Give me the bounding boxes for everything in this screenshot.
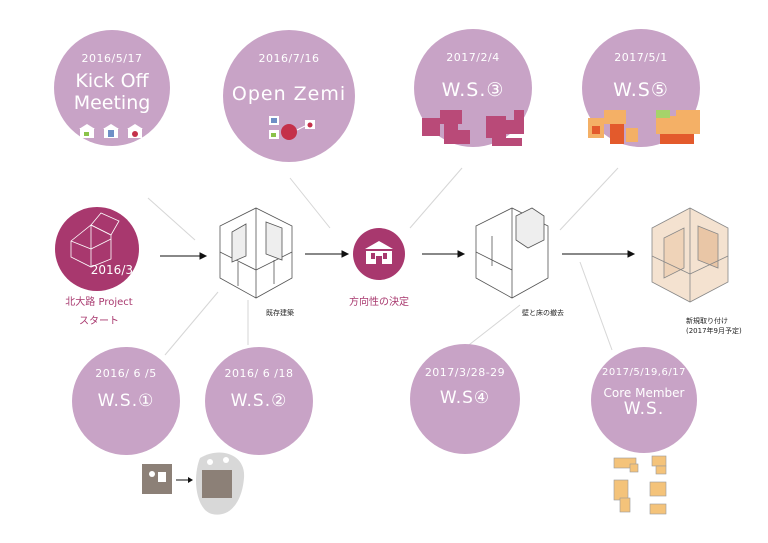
event-title: W.S⑤ [613,79,669,101]
event-date: 2016/ 6 /18 [224,367,294,380]
event-title: W.S. [623,399,665,419]
event-core-member-circle: 2017/5/19,6/17 Core Member W.S. [591,347,697,453]
installation-label-line2: (2017年9月予定) [686,327,742,335]
event-title: W.S.② [230,391,288,411]
existing-building-drawing [219,207,293,299]
event-title: W.S④ [439,388,491,408]
direction-circle [353,228,405,280]
event-date: 2017/5/19,6/17 [602,367,686,378]
event-ws2-circle: 2016/ 6 /18 W.S.② [205,347,313,455]
direction-label: 方向性の決定 [349,297,409,308]
removal-label: 壁と床の撤去 [522,309,564,317]
removal-drawing [475,207,549,299]
event-date: 2017/3/28-29 [424,366,506,379]
start-date: 2016/3 [90,263,133,277]
workshop-icons [142,452,245,515]
installation-label: 新規取り付け (2017年9月予定) [686,316,742,336]
event-ws1-circle: 2016/ 6 /5 W.S.① [72,347,180,455]
zemi-icons [269,116,315,140]
meeting-icons [79,124,143,138]
event-date: 2017/5/1 [614,51,668,64]
event-subtitle: Core Member [603,386,685,400]
installation-label-line1: 新規取り付け [686,317,728,325]
event-title-line2: Meeting [73,92,151,114]
event-title: W.S.③ [441,79,505,101]
ws5-plan-drawings [588,110,700,144]
installation-drawing [651,207,729,303]
event-kickoff-circle: 2016/5/17 Kick Off Meeting [54,30,170,146]
plan-icon [365,241,393,264]
house-sketch-icon [70,212,120,268]
start-label-line2: スタート [79,316,119,327]
event-date: 2016/7/16 [258,52,320,65]
existing-building-label: 既存建築 [266,309,294,317]
start-label: 北大路 Project スタート [40,293,158,327]
start-label-line1: 北大路 Project [65,297,133,308]
event-date: 2016/5/17 [81,52,143,65]
event-title: W.S.① [97,391,155,411]
start-circle: 2016/3 [55,207,139,291]
event-date: 2016/ 6 /5 [95,367,157,380]
ws3-plan-drawings [422,110,524,146]
event-open-zemi-circle: 2016/7/16 Open Zemi [223,30,355,162]
core-member-plan-drawings [613,455,667,515]
event-title: Kick Off [75,70,149,92]
event-ws4-circle: 2017/3/28-29 W.S④ [410,344,520,454]
event-title: Open Zemi [231,83,347,105]
event-date: 2017/2/4 [446,51,500,64]
